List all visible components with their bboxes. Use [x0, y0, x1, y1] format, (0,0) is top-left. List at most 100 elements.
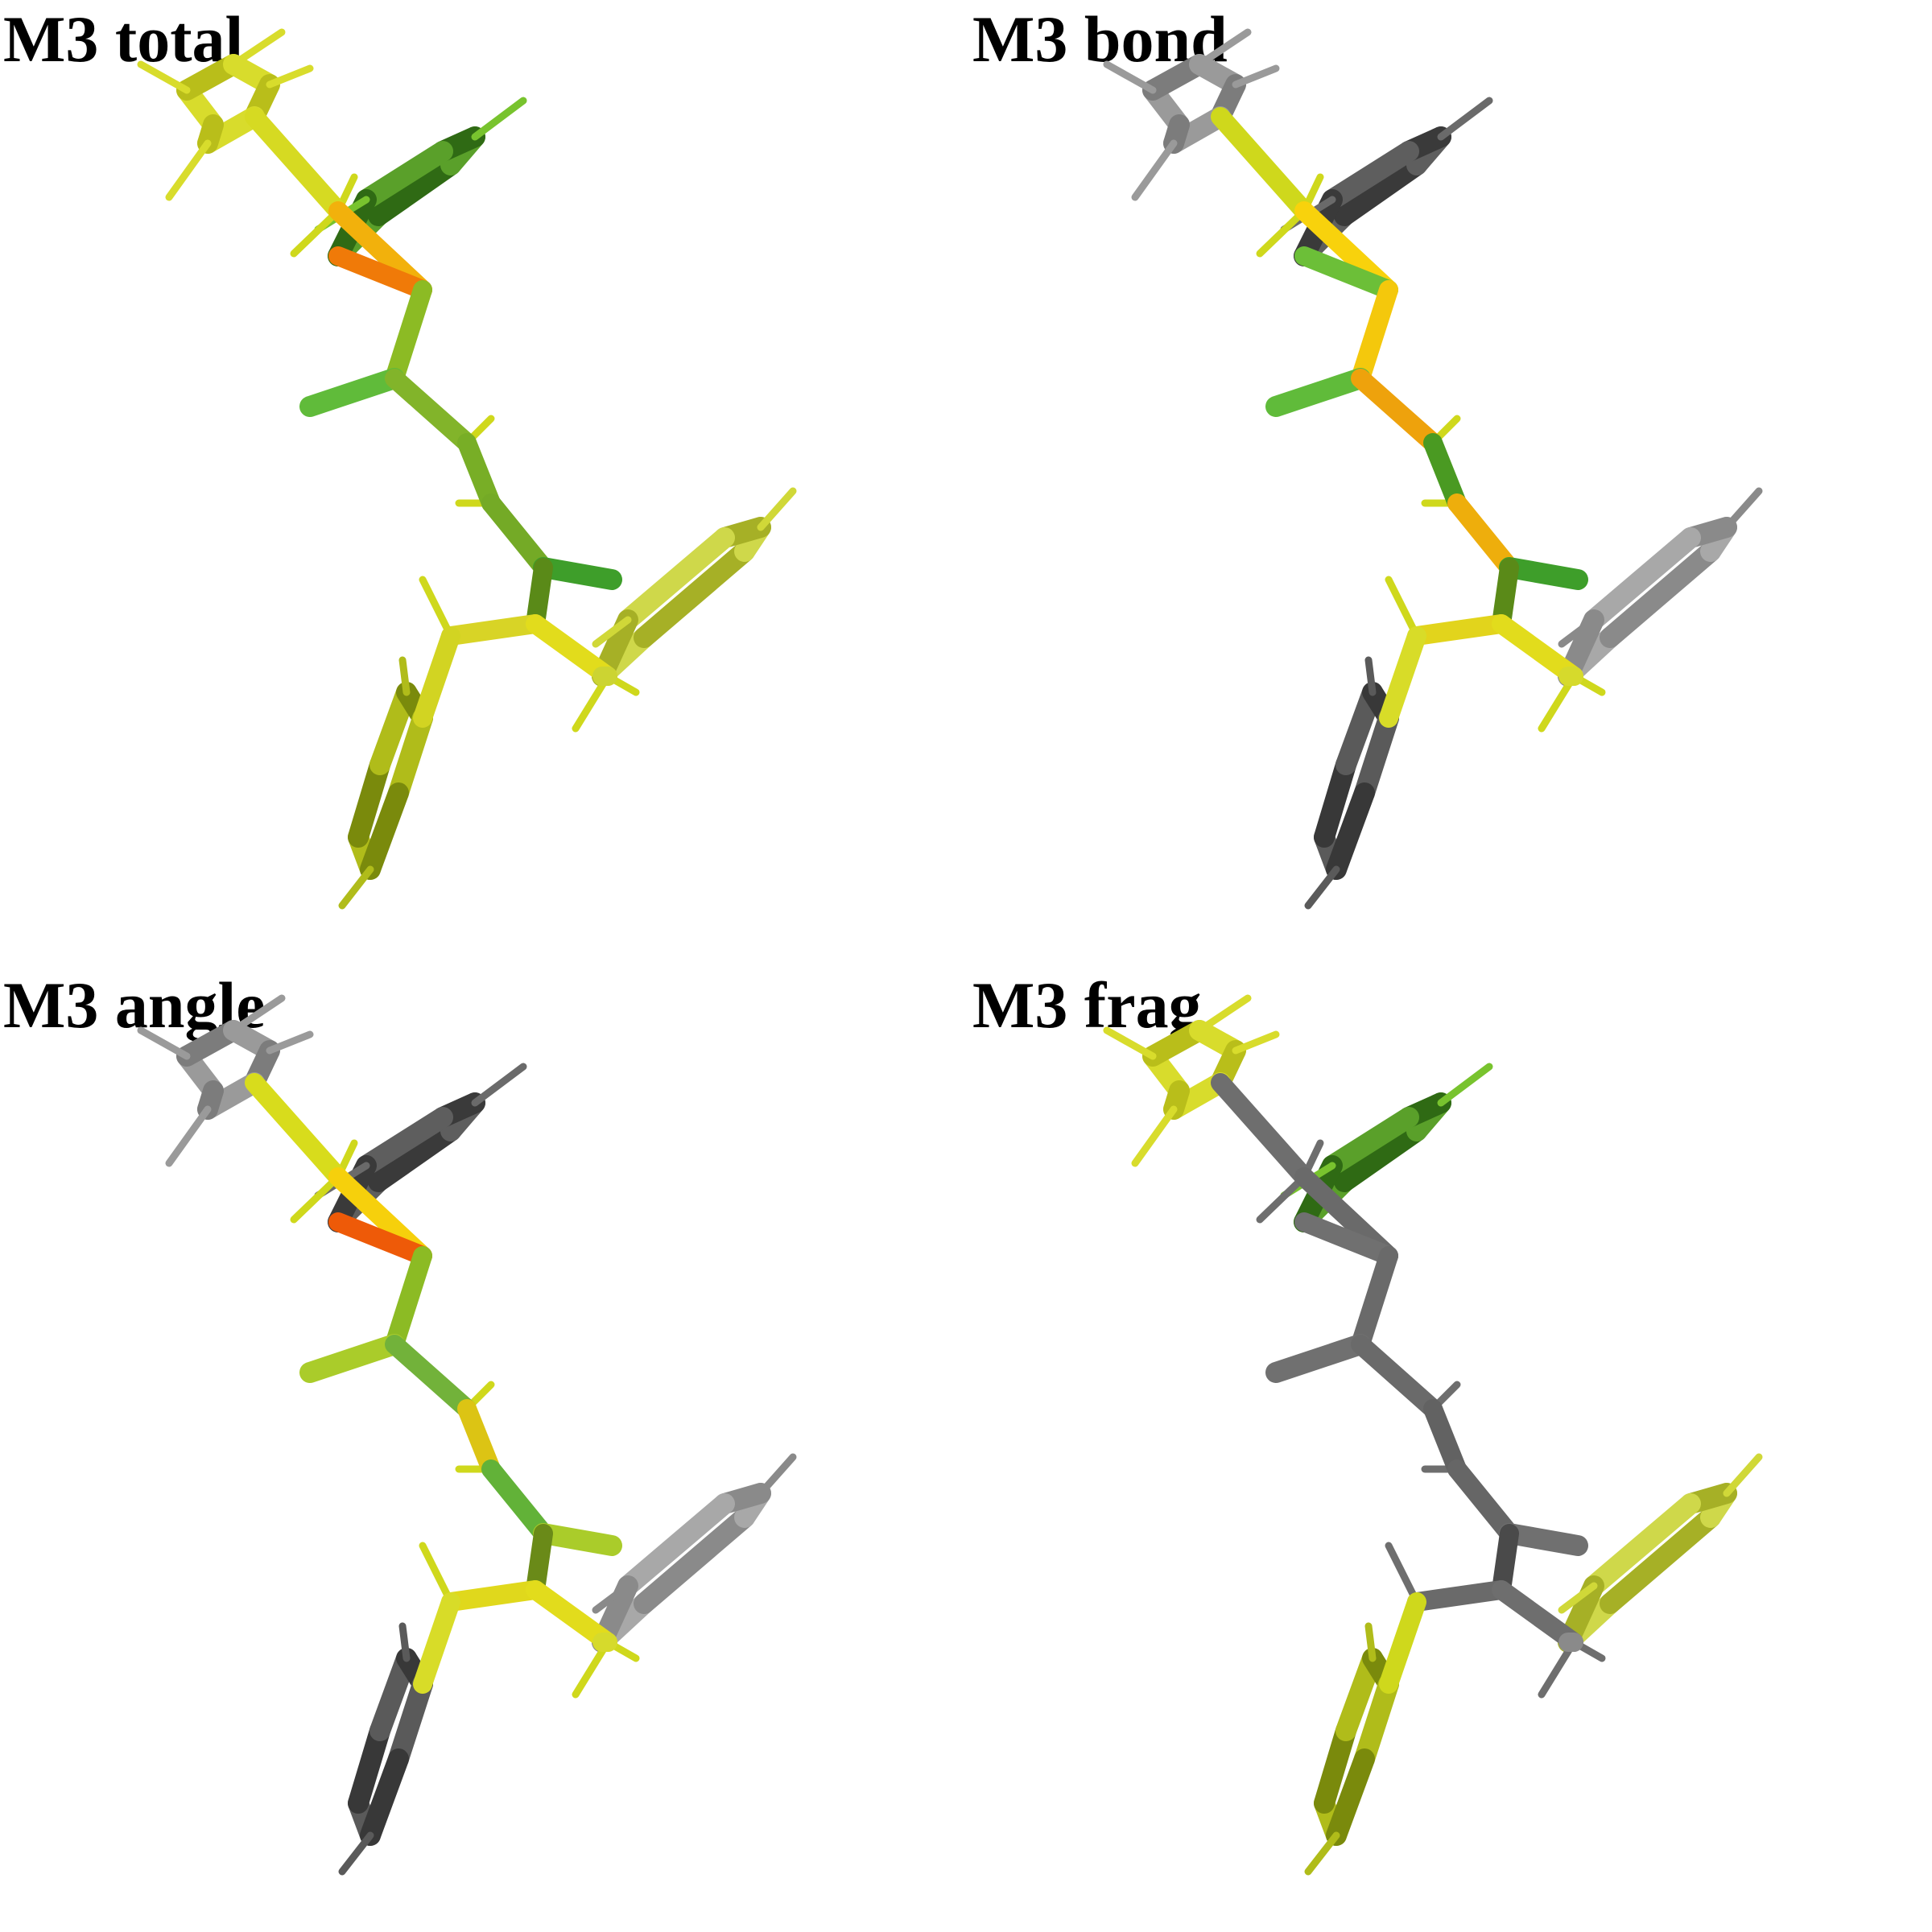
bond — [299, 368, 405, 417]
hydrogen-bond — [290, 1173, 342, 1224]
ring-bond — [1314, 1720, 1356, 1814]
hydrogen-bond — [1103, 1026, 1157, 1060]
bond — [1447, 493, 1519, 577]
ring-bond — [368, 1121, 461, 1192]
hydrogen-bond — [592, 616, 632, 648]
ring-bond — [617, 527, 735, 630]
bond — [1294, 246, 1398, 299]
bond — [1492, 614, 1583, 686]
ring-bond — [1326, 782, 1375, 880]
panel-title: M3 total — [3, 2, 244, 76]
ring-bond — [1322, 141, 1419, 210]
ring-bond — [388, 1674, 433, 1769]
panel-m3-angle: M3 angle — [0, 966, 966, 1932]
bond — [457, 1399, 501, 1479]
bond — [1407, 1580, 1511, 1612]
bond — [1351, 369, 1443, 452]
hydrogen-bond — [398, 1622, 411, 1662]
ring-bond — [634, 541, 755, 648]
ring-bond — [388, 708, 433, 803]
ring-bond — [356, 1107, 453, 1176]
ring-bond — [348, 1720, 390, 1814]
bond — [1351, 1246, 1398, 1354]
bond — [328, 1212, 432, 1265]
ring-bond — [1600, 541, 1721, 648]
ring-bond — [1354, 708, 1399, 803]
hydrogen-bond — [1558, 616, 1598, 648]
hydrogen-bond — [1195, 994, 1252, 1034]
hydrogen-bond — [471, 1063, 527, 1107]
hydrogen-bond — [757, 1453, 797, 1497]
ring-bond — [356, 141, 453, 210]
bond — [1499, 1523, 1588, 1556]
bond — [1407, 614, 1511, 646]
ring-bond — [634, 1507, 755, 1614]
bond — [413, 1592, 460, 1694]
hydrogen-bond — [1364, 656, 1377, 696]
hydrogen-bond — [398, 656, 411, 696]
hydrogen-bond — [1558, 1582, 1598, 1614]
hydrogen-bond — [1256, 207, 1308, 258]
bond — [299, 1334, 405, 1383]
bond — [1211, 107, 1314, 221]
ring-bond — [1583, 1493, 1701, 1596]
hydrogen-bond — [1131, 1105, 1178, 1167]
hydrogen-bond — [338, 865, 374, 910]
bond — [1265, 368, 1371, 417]
bond — [385, 1335, 477, 1418]
molecule-render — [137, 994, 797, 1876]
phenyl-ring — [1558, 1483, 1737, 1653]
bond — [526, 614, 617, 686]
ring-bond — [1314, 754, 1356, 848]
bond — [385, 280, 432, 388]
phenyl-ring — [592, 1483, 771, 1653]
hydrogen-bond — [592, 1582, 632, 1614]
hydrogen-bond — [229, 28, 286, 68]
ring-bond — [1354, 1674, 1399, 1769]
hydrogen-bond — [419, 1542, 455, 1606]
molecule-render — [1103, 994, 1763, 1876]
bond — [441, 614, 545, 646]
hydrogen-bond — [1304, 1831, 1340, 1876]
bond — [1379, 1592, 1426, 1694]
hydrogen-bond — [137, 60, 191, 94]
hydrogen-bond — [1364, 1622, 1377, 1662]
ring-bond — [617, 1493, 735, 1596]
bond — [457, 433, 501, 513]
ring-bond — [348, 754, 390, 848]
hydrogen-bond — [1723, 487, 1763, 531]
bond — [1447, 1459, 1519, 1543]
hydrogen-bond — [1437, 1063, 1493, 1107]
hydrogen-bond — [1232, 64, 1280, 89]
hydrogen-bond — [757, 487, 797, 531]
hydrogen-bond — [165, 1105, 212, 1167]
hydrogen-bond — [419, 576, 455, 640]
bond — [1351, 280, 1398, 388]
ring-bond — [1334, 155, 1427, 226]
phenyl-ring — [348, 1648, 433, 1846]
panel-m3-frag: M3 frag — [966, 966, 1932, 1932]
ring-bond — [360, 1748, 409, 1846]
ring-bond — [1600, 1507, 1721, 1614]
hydrogen-bond — [266, 1030, 314, 1055]
ring-bond — [1334, 1121, 1427, 1192]
ring-bond — [368, 155, 461, 226]
bond — [441, 1580, 545, 1612]
hydrogen-bond — [1195, 28, 1252, 68]
bond — [1423, 1399, 1467, 1479]
phenyl-ring — [592, 517, 771, 687]
ring-bond — [1326, 1748, 1375, 1846]
bond — [1211, 1073, 1314, 1187]
phenyl-ring — [348, 682, 433, 880]
molecule-render — [1103, 28, 1763, 910]
bond — [328, 246, 432, 299]
molecule-render — [137, 28, 797, 910]
panel-title: M3 frag — [972, 968, 1202, 1042]
bond — [245, 107, 348, 221]
phenyl-ring — [328, 126, 485, 266]
bond — [385, 1246, 432, 1354]
bond — [1379, 626, 1426, 728]
panel-m3-bond: M3 bond — [966, 0, 1932, 966]
phenyl-ring — [1558, 517, 1737, 687]
bond — [245, 1073, 348, 1187]
